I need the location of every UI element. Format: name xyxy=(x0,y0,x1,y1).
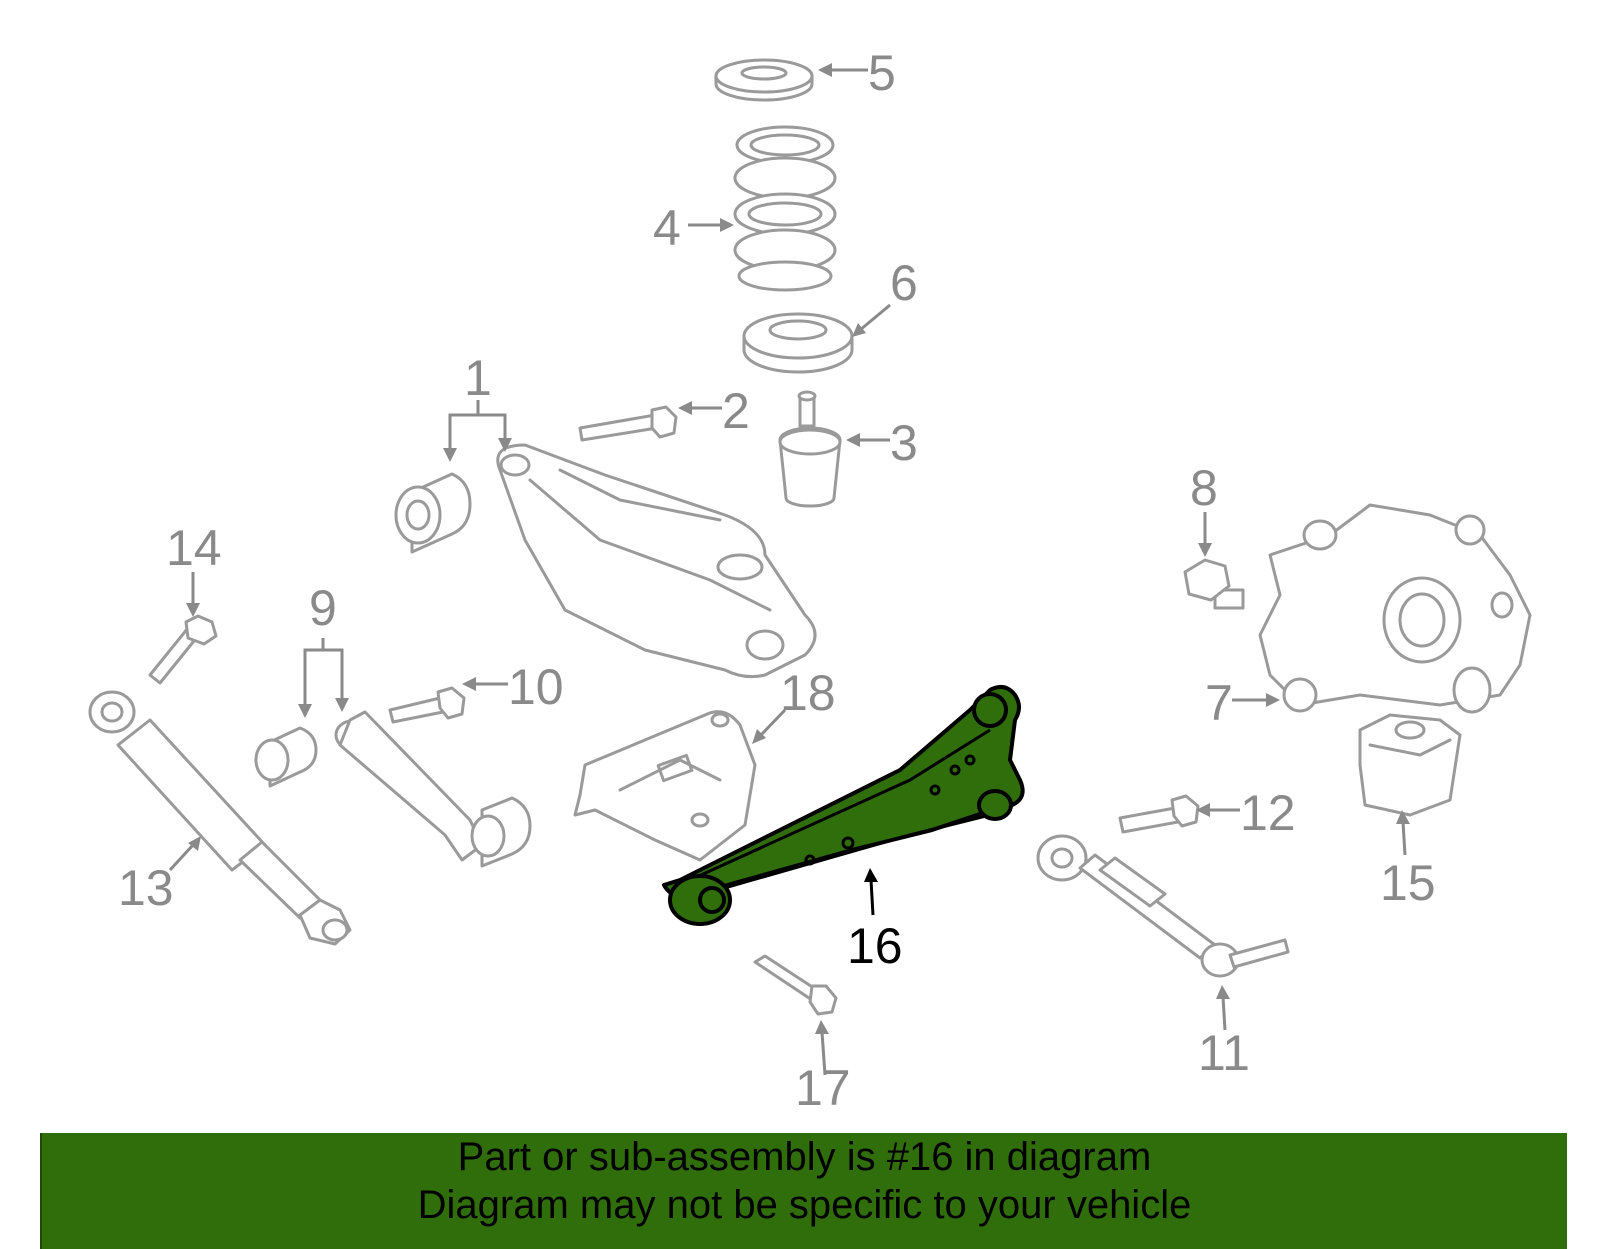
callout-18-arrow xyxy=(752,708,787,744)
part-1-bushing xyxy=(394,472,472,554)
banner-line-disclaimer: Diagram may not be specific to your vehi… xyxy=(417,1183,1192,1227)
part-2-bolt xyxy=(578,405,678,442)
callout-17-arrow xyxy=(815,1020,829,1076)
callout-16-arrow xyxy=(864,868,878,916)
part-13-shock-absorber xyxy=(88,690,352,946)
part-3-bump-stop xyxy=(778,390,842,508)
callout-7: 7 xyxy=(1205,675,1233,731)
part-12-bolt xyxy=(1118,794,1200,834)
callout-7-arrow xyxy=(1232,693,1280,707)
part-8-nut xyxy=(1183,558,1245,610)
callout-5-arrow xyxy=(818,63,868,77)
part-15-bracket xyxy=(1358,713,1462,817)
callout-18: 18 xyxy=(780,665,836,721)
callout-12: 12 xyxy=(1240,785,1296,841)
part-7-knuckle xyxy=(1258,503,1532,714)
callout-9-bracket xyxy=(298,638,349,718)
callout-1-bracket xyxy=(443,400,512,462)
part-18-bracket xyxy=(573,710,757,862)
callout-11: 11 xyxy=(1198,1025,1250,1081)
callout-8-arrow xyxy=(1198,512,1212,557)
part-17-bolt xyxy=(753,954,838,1016)
part-6-lower-spring-seat xyxy=(742,312,854,374)
part-10-bolt xyxy=(388,686,466,724)
info-banner: Part or sub-assembly is #16 in diagram D… xyxy=(40,1133,1567,1249)
part-9-bushing xyxy=(254,726,318,788)
part-9-arm xyxy=(334,710,532,868)
callout-5: 5 xyxy=(868,45,896,101)
part-14-bolt xyxy=(148,614,218,685)
callout-10-arrow xyxy=(462,677,508,691)
callout-16: 16 xyxy=(847,918,903,974)
callout-2-arrow xyxy=(678,401,722,415)
callout-13-arrow xyxy=(168,836,201,872)
callout-17: 17 xyxy=(795,1060,851,1116)
callout-3-arrow xyxy=(846,433,890,447)
callout-15-arrow xyxy=(1396,810,1410,856)
callout-4: 4 xyxy=(653,200,681,256)
banner-line-part: Part or sub-assembly is #16 in diagram xyxy=(457,1135,1152,1179)
callout-1: 1 xyxy=(464,350,492,406)
part-4-coil-spring xyxy=(733,125,837,292)
callout-11-arrow xyxy=(1216,985,1230,1031)
callout-10: 10 xyxy=(508,659,564,715)
callout-6-arrow xyxy=(852,303,891,337)
callout-13: 13 xyxy=(118,860,174,916)
callout-2: 2 xyxy=(722,383,750,439)
part-16-trailing-arm-highlighted xyxy=(662,684,1025,926)
callout-4-arrow xyxy=(688,218,734,232)
part-1-lower-control-arm xyxy=(496,443,817,679)
part-11-lateral-link xyxy=(1036,834,1290,978)
callout-12-arrow xyxy=(1196,803,1240,817)
callout-9: 9 xyxy=(309,580,337,636)
callout-8: 8 xyxy=(1190,460,1218,516)
callout-3: 3 xyxy=(890,415,918,471)
part-5-spring-insulator xyxy=(714,58,814,102)
callout-14-arrow xyxy=(186,572,200,617)
callout-15: 15 xyxy=(1380,855,1436,911)
callout-6: 6 xyxy=(890,255,918,311)
callout-14: 14 xyxy=(166,520,222,576)
